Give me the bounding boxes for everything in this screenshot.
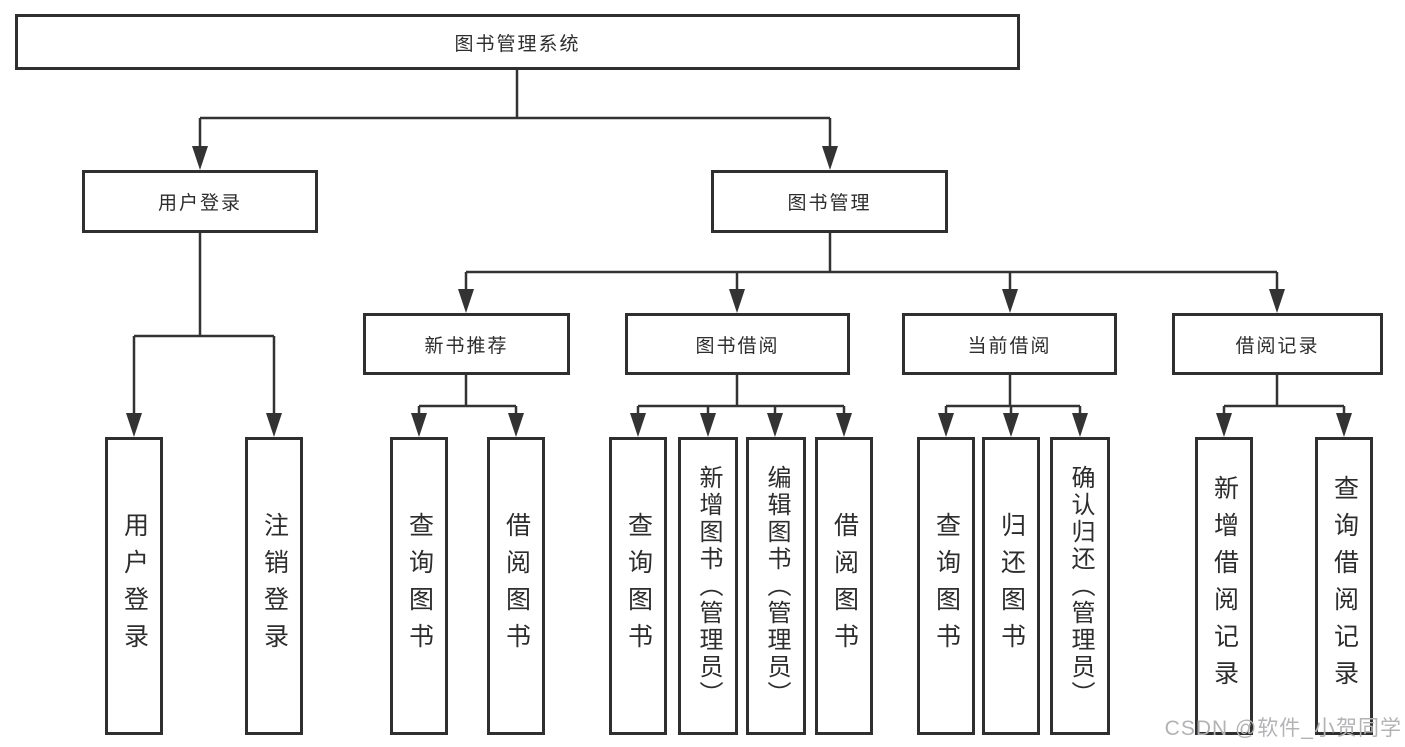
node-borrow-records: 借阅记录: [1172, 313, 1383, 375]
leaf-label: 用户登录: [120, 512, 149, 660]
leaf-query-borrow-record: 查询借阅记录: [1315, 437, 1373, 735]
leaf-add-borrow-record: 新增借阅记录: [1195, 437, 1253, 735]
leaf-query-book-current: 查询图书: [917, 437, 975, 735]
leaf-return-book: 归还图书: [982, 437, 1040, 735]
arrowheads: [126, 146, 1352, 437]
node-new-book-recommend: 新书推荐: [363, 313, 570, 375]
leaf-confirm-return-admin: 确认归还（管理员）: [1050, 437, 1110, 735]
leaf-logout: 注销登录: [245, 437, 303, 735]
leaf-label: 确认归还（管理员）: [1067, 464, 1094, 708]
watermark: CSDN @软件_小贺同学: [1164, 717, 1402, 740]
leaf-user-login: 用户登录: [105, 437, 163, 735]
leaf-label: 借阅图书: [830, 512, 859, 660]
leaf-label: 编辑图书（管理员）: [763, 464, 790, 708]
leaf-label: 查询借阅记录: [1330, 475, 1359, 697]
node-current-borrow: 当前借阅: [902, 313, 1117, 375]
leaf-label: 查询图书: [932, 512, 961, 660]
node-book-management: 图书管理: [711, 170, 948, 233]
node-label: 新书推荐: [424, 335, 509, 357]
leaf-add-book-admin: 新增图书（管理员）: [678, 437, 738, 735]
node-label: 图书管理: [787, 193, 872, 214]
leaf-label: 新增借阅记录: [1210, 475, 1239, 697]
node-label: 图书管理系统: [454, 33, 581, 55]
leaf-query-book-borrow: 查询图书: [609, 437, 667, 735]
node-user-login: 用户登录: [82, 170, 318, 233]
leaf-borrow-book: 借阅图书: [815, 437, 873, 735]
leaf-label: 归还图书: [997, 512, 1026, 660]
leaf-edit-book-admin: 编辑图书（管理员）: [746, 437, 806, 735]
leaf-query-book-recommend: 查询图书: [390, 437, 448, 735]
node-book-borrow: 图书借阅: [625, 313, 850, 375]
node-label: 图书借阅: [695, 335, 780, 357]
node-label: 借阅记录: [1235, 335, 1320, 357]
leaf-label: 新增图书（管理员）: [695, 464, 722, 708]
leaf-label: 查询图书: [624, 512, 653, 660]
leaf-label: 注销登录: [260, 512, 289, 660]
node-label: 用户登录: [157, 193, 242, 214]
node-library-management-system: 图书管理系统: [15, 14, 1020, 70]
node-label: 当前借阅: [967, 335, 1052, 357]
leaf-borrow-book-recommend: 借阅图书: [487, 437, 545, 735]
leaf-label: 借阅图书: [502, 512, 531, 660]
leaf-label: 查询图书: [405, 512, 434, 660]
